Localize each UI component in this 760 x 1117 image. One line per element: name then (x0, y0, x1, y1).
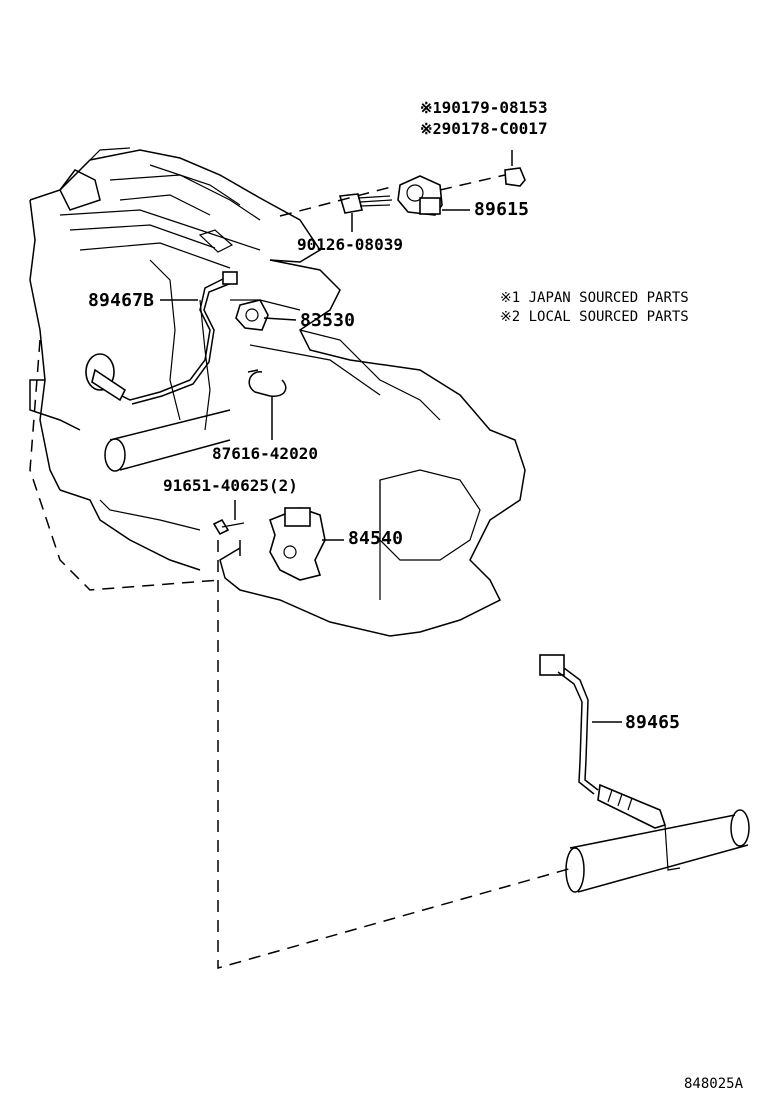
mark-japan: ※1 (420, 99, 442, 117)
note-local-sourced: ※2 LOCAL SOURCED PARTS (500, 309, 689, 325)
callout-bolt-local: ※290178-C0017 (420, 119, 548, 138)
callout-bolt-japan: ※190179-08153 (420, 98, 548, 117)
diagram-id: 848025A (684, 1076, 744, 1092)
note-japan-sourced: ※1 JAPAN SOURCED PARTS (500, 290, 689, 306)
label-oxygen-sensor-upper: 89467B (88, 290, 155, 311)
label-clamp: 87616-42020 (212, 444, 318, 463)
label-oil-pressure-switch: 83530 (300, 310, 356, 331)
label-oxygen-sensor-lower: 89465 (625, 712, 681, 733)
label-stud-bolt: 90126-08039 (297, 235, 403, 254)
label-neutral-switch: 84540 (348, 528, 404, 549)
mark-local: ※2 (420, 120, 442, 138)
connector-icon (222, 271, 238, 285)
label-knock-sensor: 89615 (474, 199, 530, 220)
label-bolt-local: 90178-C0017 (441, 119, 548, 138)
label-bolt-qty: 91651-40625(2) (163, 476, 298, 495)
label-bolt-japan: 90179-08153 (441, 98, 548, 117)
